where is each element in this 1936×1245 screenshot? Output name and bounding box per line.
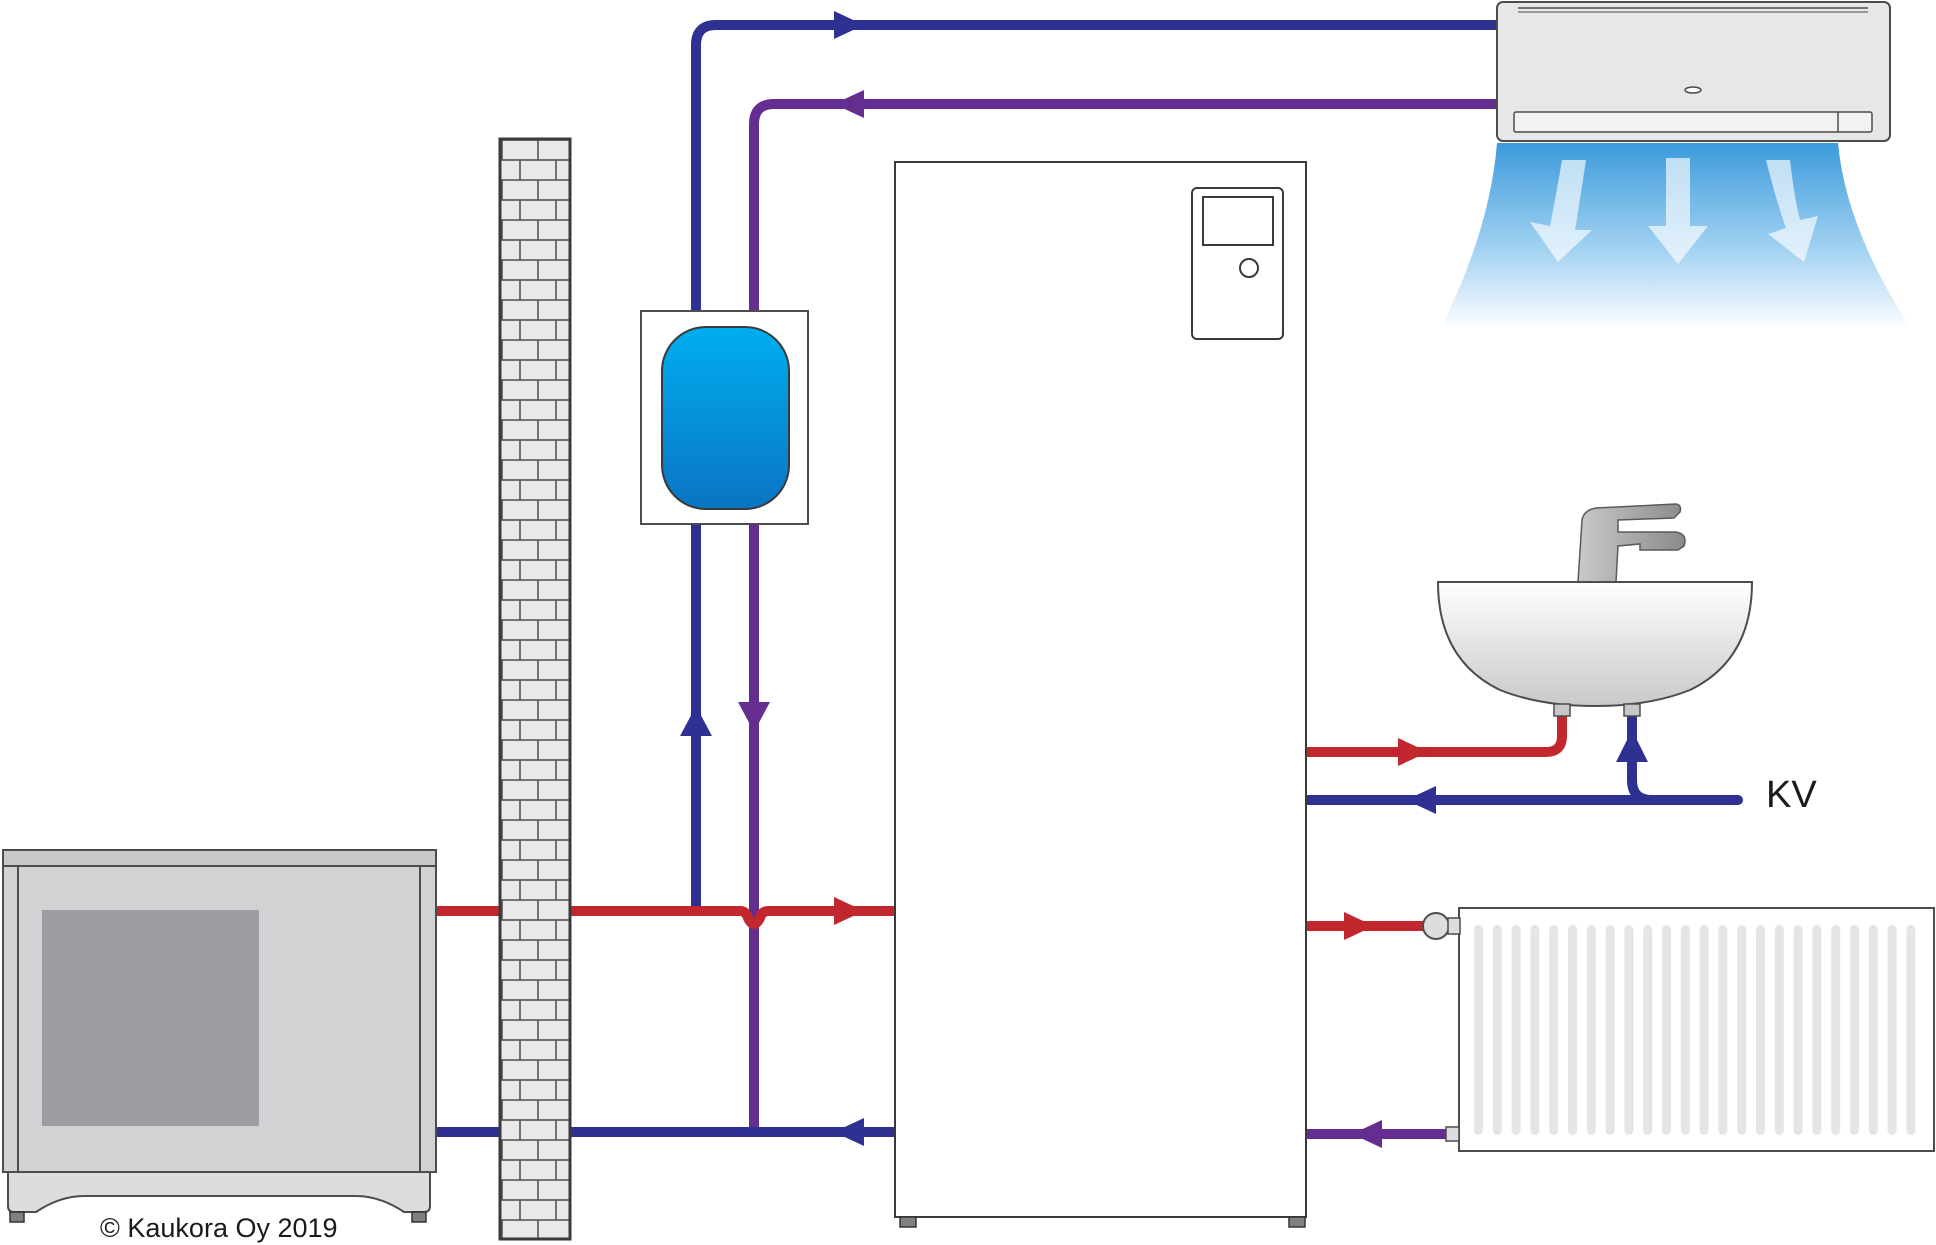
basin (1436, 581, 1754, 708)
expansion-tank-icon (640, 310, 809, 525)
radiator-fin (1586, 925, 1596, 1135)
radiator-fin (1549, 925, 1559, 1135)
radiator-fin (1605, 925, 1615, 1135)
arrow-right-icon (1398, 738, 1428, 766)
ac-indicator-icon (1684, 86, 1702, 94)
radiator-fin (1756, 925, 1765, 1135)
arrow-left-icon (834, 1118, 864, 1146)
cold-water-label: KV (1766, 774, 1817, 816)
arrow-right-icon (834, 11, 864, 39)
arrow-down-icon (738, 702, 770, 732)
arrow-left-icon (834, 90, 864, 118)
radiator-icon (1422, 907, 1935, 1152)
arrow-left-icon (1406, 786, 1436, 814)
ac-return-pipe (749, 99, 1502, 1137)
arrow-left-icon (1352, 1120, 1382, 1148)
washbasin-faucet-icon (1436, 503, 1754, 717)
copyright-label: © Kaukora Oy 2019 (100, 1213, 338, 1243)
arrow-up-icon (1616, 730, 1648, 762)
radiator-fin (1492, 925, 1502, 1135)
outdoor-unit-panel (42, 910, 259, 1126)
ac-supply-pipe (691, 20, 1502, 915)
radiator-valve-icon (1422, 912, 1450, 940)
outdoor-unit-stand (7, 1171, 431, 1213)
radiator-fin (1737, 925, 1747, 1135)
radiator-fin (1868, 925, 1878, 1135)
airflow-arrow-icon (1648, 158, 1708, 264)
radiator-fin (1887, 925, 1897, 1135)
radiator-fin (1530, 925, 1540, 1135)
radiator-fin (1793, 925, 1803, 1135)
airflow-arrow-icon (1766, 160, 1818, 262)
outdoor-supply-pipe (433, 906, 900, 929)
ac-louver (1513, 111, 1873, 133)
split-ac-indoor-unit-icon (1440, 1, 1912, 330)
arrow-right-icon (834, 897, 864, 925)
radiator-fin (1699, 925, 1709, 1135)
indoor-heat-pump-cabinet-icon (894, 161, 1307, 1228)
brick-wall-icon (498, 137, 572, 1241)
radiator-fin (1511, 925, 1521, 1135)
tank-vessel (661, 326, 790, 510)
radiator-fin (1680, 925, 1690, 1135)
airflow-arrow-icon (1530, 160, 1592, 262)
radiator-fin (1812, 925, 1822, 1135)
radiator-fin (1850, 925, 1859, 1135)
arrow-right-icon (1344, 912, 1374, 940)
radiator-fin (1774, 925, 1784, 1135)
radiator-fins (1474, 925, 1916, 1135)
radiator-fin (1568, 925, 1577, 1135)
hot-water-pipe (1303, 707, 1567, 757)
flow-arrows (680, 11, 1648, 1148)
radiator-fin (1906, 925, 1916, 1135)
control-knob-icon (1239, 258, 1259, 278)
radiator-fin (1474, 925, 1483, 1135)
outdoor-heat-pump-icon (2, 849, 437, 1223)
cold-water-branch-pipe (1627, 707, 1657, 805)
pipes (433, 20, 1743, 1139)
arrow-up-icon (680, 706, 712, 736)
display-screen (1202, 196, 1274, 246)
radiator-fin (1718, 925, 1728, 1135)
radiator-fin (1831, 925, 1841, 1135)
radiator-fin (1624, 925, 1634, 1135)
airflow-arrows (1530, 158, 1818, 264)
radiator-fin (1662, 925, 1671, 1135)
faucet-icon (1577, 503, 1686, 583)
radiator-fin (1643, 925, 1653, 1135)
